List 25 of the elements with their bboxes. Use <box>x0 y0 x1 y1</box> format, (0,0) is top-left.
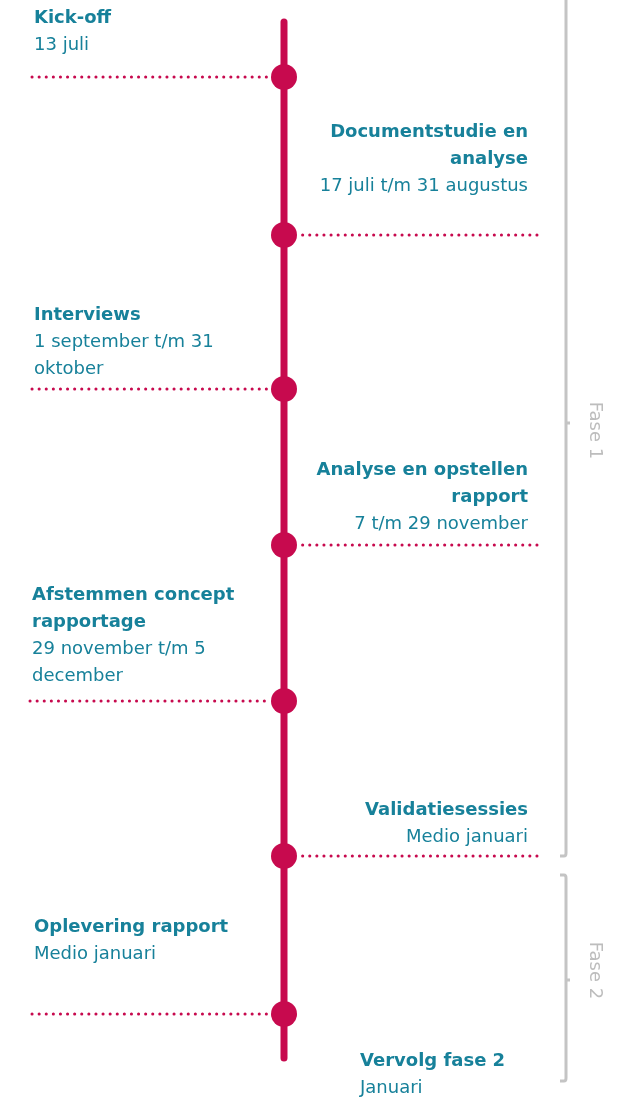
phase-label: Fase 2 <box>585 941 607 999</box>
milestone-date: 1 september t/m 31 oktober <box>34 329 215 380</box>
milestone-title: Oplevering rapport <box>34 914 230 938</box>
milestone-title: Interviews <box>34 302 142 326</box>
milestone-title: Vervolg fase 2 <box>360 1048 507 1072</box>
milestone-date: 7 t/m 29 november <box>353 511 528 535</box>
phase-label: Fase 1 <box>585 401 607 459</box>
milestone-title: Analyse en opstellen rapport <box>315 457 528 508</box>
milestone-date: 29 november t/m 5 december <box>32 636 207 687</box>
milestone-title: Validatiesessies <box>364 797 528 821</box>
milestone-dot <box>271 532 297 558</box>
milestone-dot <box>271 64 297 90</box>
milestone-dot <box>271 843 297 869</box>
milestone-dot <box>271 688 297 714</box>
milestone-date: 17 juli t/m 31 augustus <box>318 173 528 197</box>
milestone-dot <box>271 1001 297 1027</box>
milestone-date: Medio januari <box>404 824 528 848</box>
milestone-dot <box>271 376 297 402</box>
milestone-title: Documentstudie en analyse <box>329 119 528 170</box>
milestone-date: Januari <box>360 1075 424 1099</box>
milestone-title: Afstemmen concept rapportage <box>32 582 236 633</box>
milestone-date: Medio januari <box>34 941 158 965</box>
milestone-date: 13 juli <box>34 32 91 56</box>
milestone-dot <box>271 222 297 248</box>
milestone-title: Kick-off <box>34 5 113 29</box>
